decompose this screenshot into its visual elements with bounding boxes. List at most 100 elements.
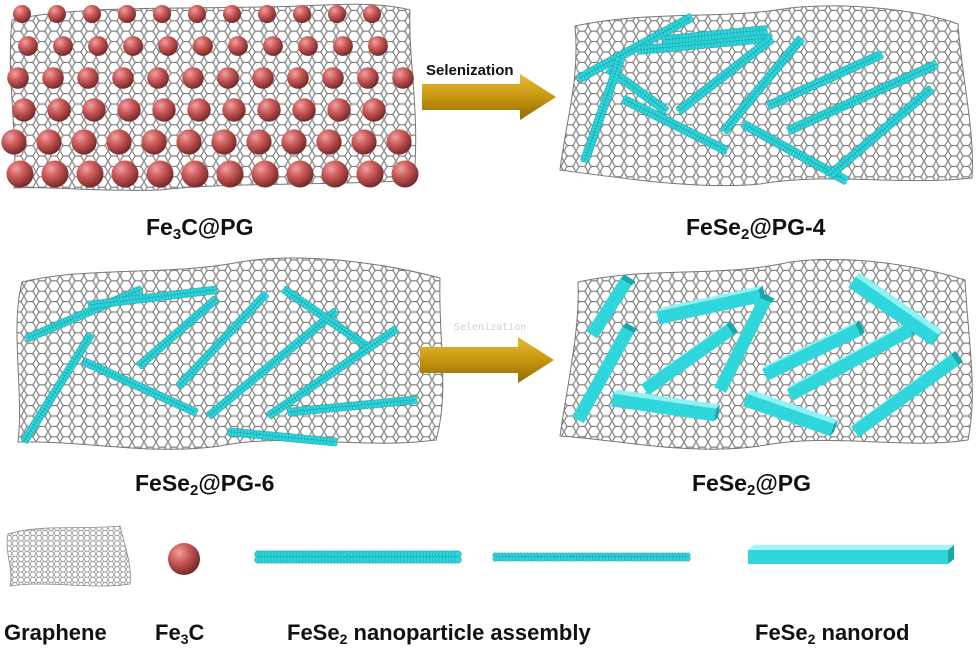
legend-label-nanorod: FeSe2 nanorod bbox=[755, 620, 910, 647]
nanoparticle-assembly bbox=[81, 357, 199, 417]
nanoparticle-assembly bbox=[786, 60, 939, 135]
legend-fe3c-sphere-icon bbox=[168, 543, 200, 575]
fe3c-sphere bbox=[356, 160, 384, 188]
legend-label-graphene: Graphene bbox=[4, 620, 107, 645]
fese2-nanorods bbox=[572, 272, 963, 438]
fe3c-sphere bbox=[251, 160, 279, 188]
nanoparticle-assembly bbox=[281, 285, 369, 350]
fe3c-sphere bbox=[193, 36, 213, 56]
fe3c-sphere bbox=[391, 160, 419, 188]
fe3c-sphere bbox=[181, 160, 209, 188]
nanorod bbox=[611, 389, 720, 422]
fe3c-sphere bbox=[48, 5, 66, 23]
fe3c-sphere bbox=[36, 129, 62, 155]
nanoparticle-assembly bbox=[825, 85, 935, 180]
legend-nanoparticle-assembly-icon bbox=[254, 550, 462, 564]
nanoparticle-assembly bbox=[621, 95, 729, 155]
fe3c-sphere bbox=[333, 36, 353, 56]
fe3c-sphere bbox=[141, 129, 167, 155]
graphene-sheet-fe3c bbox=[9, 3, 417, 191]
fe3c-sphere bbox=[362, 98, 386, 122]
fe3c-sphere bbox=[252, 67, 274, 89]
fe3c-sphere bbox=[392, 67, 414, 89]
legend-nanoparticle-assembly-thin-icon bbox=[492, 552, 691, 562]
nanorod bbox=[762, 320, 865, 381]
fe3c-sphere bbox=[286, 160, 314, 188]
nanorod bbox=[641, 320, 738, 396]
legend-label-nanoparticle-assembly: FeSe2 nanoparticle assembly bbox=[287, 620, 591, 647]
legend-graphene-icon bbox=[6, 525, 131, 587]
fe3c-sphere bbox=[147, 67, 169, 89]
nanoparticle-assembly bbox=[136, 295, 219, 370]
fe3c-sphere bbox=[188, 5, 206, 23]
fe3c-sphere bbox=[1, 129, 27, 155]
nanoparticle-assembly bbox=[254, 550, 462, 564]
nanorod bbox=[714, 293, 775, 393]
nanoparticle-assembly bbox=[720, 35, 805, 135]
nanoparticle-assembly bbox=[266, 325, 399, 420]
legend-label-fe3c: Fe3C bbox=[155, 620, 205, 647]
nanoparticle-assembly bbox=[576, 13, 694, 83]
fe3c-sphere bbox=[82, 98, 106, 122]
fe3c-sphere bbox=[42, 67, 64, 89]
nanorod bbox=[848, 272, 943, 346]
fe3c-sphere bbox=[321, 160, 349, 188]
fe3c-sphere bbox=[6, 160, 34, 188]
fe3c-sphere bbox=[83, 5, 101, 23]
nanoparticle-assembly bbox=[662, 25, 768, 45]
nanoparticle-assembly bbox=[206, 307, 339, 420]
fe3c-sphere bbox=[88, 36, 108, 56]
fe3c-sphere bbox=[368, 36, 388, 56]
fe3c-sphere bbox=[158, 36, 178, 56]
fe3c-sphere bbox=[316, 129, 342, 155]
fe3c-sphere bbox=[187, 98, 211, 122]
fe3c-sphere bbox=[7, 67, 29, 89]
nanoparticle-assembly bbox=[20, 332, 95, 444]
fese2-nanoparticle-assemblies-pg6 bbox=[20, 285, 418, 447]
nanoparticle-assembly bbox=[766, 50, 884, 110]
fe3c-sphere bbox=[152, 98, 176, 122]
label-fe3c-pg: Fe3C@PG bbox=[146, 214, 254, 243]
fe3c-sphere bbox=[222, 98, 246, 122]
selenization-label-top: Selenization bbox=[426, 62, 514, 79]
fe3c-sphere bbox=[287, 67, 309, 89]
fe3c-sphere bbox=[41, 160, 69, 188]
fe3c-sphere bbox=[257, 98, 281, 122]
fe3c-sphere bbox=[223, 5, 241, 23]
fe3c-sphere bbox=[258, 5, 276, 23]
fe3c-sphere bbox=[357, 67, 379, 89]
fe3c-sphere bbox=[176, 129, 202, 155]
nanoparticle-assembly bbox=[492, 552, 691, 562]
fe3c-sphere bbox=[211, 129, 237, 155]
nanoparticle-assembly bbox=[675, 35, 775, 115]
fe3c-sphere bbox=[18, 36, 38, 56]
legend-nanorod-icon bbox=[748, 545, 954, 564]
fe3c-sphere bbox=[182, 67, 204, 89]
fe3c-particle-array bbox=[1, 5, 419, 188]
nanoparticle-assembly bbox=[580, 56, 625, 164]
nanorod bbox=[586, 274, 636, 339]
fe3c-sphere bbox=[111, 160, 139, 188]
fe3c-sphere bbox=[53, 36, 73, 56]
nanoparticle-assembly bbox=[287, 395, 418, 417]
fe3c-sphere bbox=[76, 160, 104, 188]
fe3c-sphere bbox=[112, 67, 134, 89]
nanoparticle-assembly bbox=[606, 65, 669, 115]
fe3c-sphere bbox=[217, 67, 239, 89]
nanorod bbox=[572, 322, 638, 424]
fe3c-sphere bbox=[281, 129, 307, 155]
fese2-nanoparticle-assemblies-pg4 bbox=[576, 13, 939, 185]
graphene-sheet-fese2-pg6 bbox=[16, 257, 444, 450]
fe3c-sphere bbox=[292, 98, 316, 122]
selenization-arrow-bottom bbox=[420, 337, 554, 383]
fe3c-sphere bbox=[117, 98, 141, 122]
fe3c-sphere bbox=[71, 129, 97, 155]
fe3c-sphere bbox=[118, 5, 136, 23]
fe3c-sphere bbox=[228, 36, 248, 56]
fe3c-sphere bbox=[12, 98, 36, 122]
fe3c-sphere bbox=[216, 160, 244, 188]
fe3c-sphere bbox=[363, 5, 381, 23]
label-fese2-pg6: FeSe2@PG-6 bbox=[135, 470, 275, 499]
nanoparticle-assembly bbox=[227, 427, 338, 447]
